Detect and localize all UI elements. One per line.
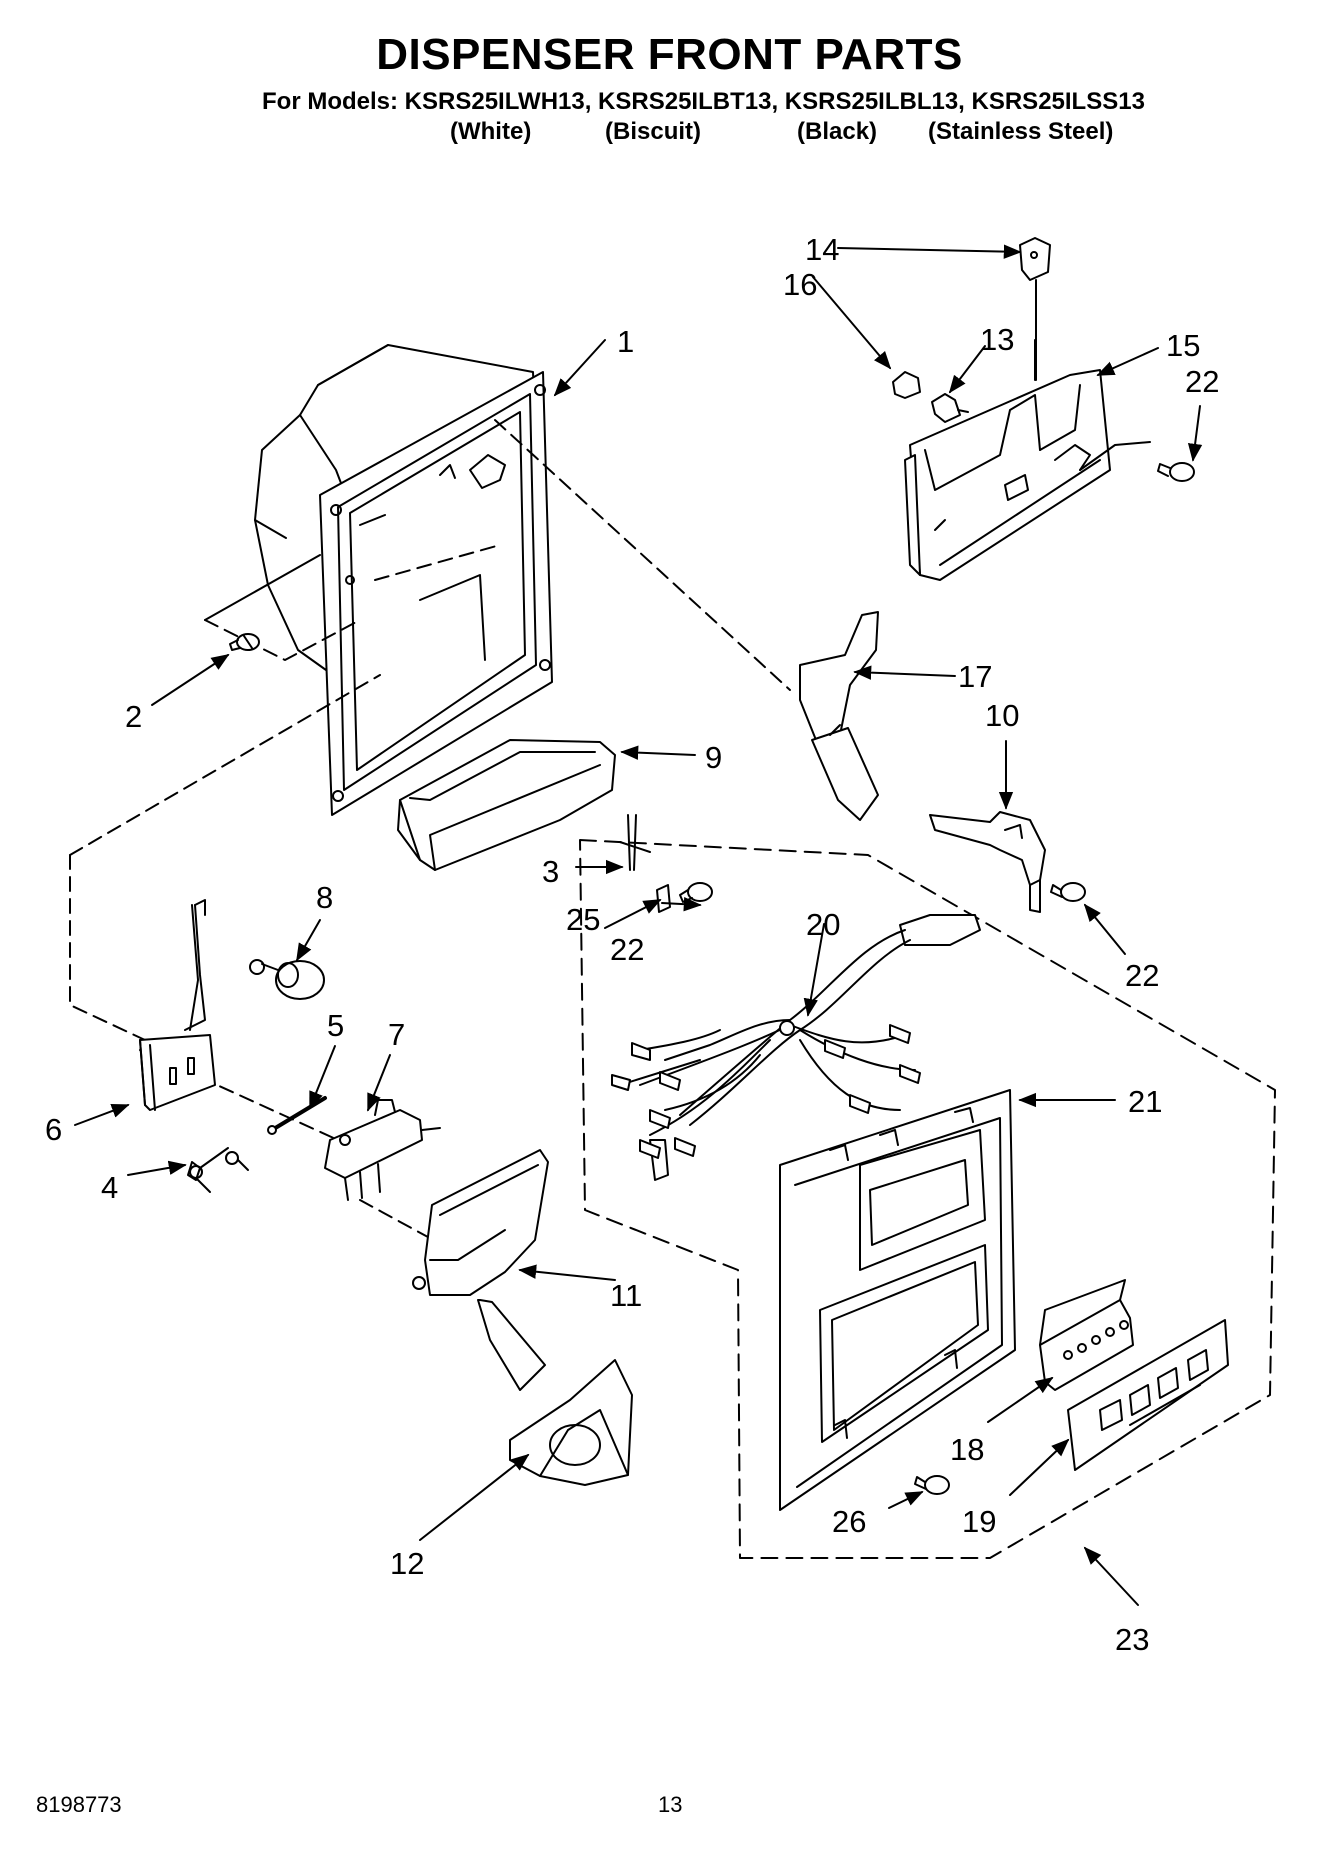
- variant-white: (White): [450, 118, 532, 145]
- part-22-screw-b: [1157, 462, 1195, 482]
- variant-biscuit: (Biscuit): [605, 118, 701, 145]
- callout-22-top: 22: [1185, 364, 1219, 399]
- part-17-lever: [799, 611, 879, 821]
- part-26-screw: [914, 1475, 950, 1495]
- part-6-board: [139, 899, 216, 1111]
- leader-lines: [74, 244, 1203, 1606]
- part-14-switch: [1019, 237, 1051, 381]
- callout-12: 12: [390, 1546, 424, 1581]
- part-16-bulb: [892, 371, 921, 399]
- callout-8: 8: [316, 880, 333, 915]
- callout-23: 23: [1115, 1622, 1149, 1657]
- callout-25: 25: [566, 902, 600, 937]
- part-10-paddle: [929, 811, 1046, 913]
- callout-4: 4: [101, 1170, 118, 1205]
- callout-20: 20: [806, 907, 840, 942]
- callout-22-right: 22: [1125, 958, 1159, 993]
- callout-10: 10: [985, 698, 1019, 733]
- part-8-solenoid: [249, 959, 325, 1000]
- dashed-guides: [69, 419, 791, 1261]
- part-2-screw: [229, 633, 260, 651]
- callout-18: 18: [950, 1432, 984, 1467]
- part-20-harness: [611, 914, 981, 1181]
- callout-7: 7: [388, 1017, 405, 1052]
- part-18-keypad: [1039, 1279, 1134, 1391]
- callout-17: 17: [958, 659, 992, 694]
- screw-guide: [204, 554, 321, 621]
- callout-labels: 1 2 3 4 5 6 7 8 9 10 11 12 13 14 15 16 1…: [45, 232, 1219, 1657]
- callout-11: 11: [610, 1278, 642, 1313]
- callout-5: 5: [327, 1008, 344, 1043]
- part-12-cup: [509, 1359, 633, 1486]
- part-5-pin: [267, 1096, 327, 1135]
- part-9-trim: [397, 739, 616, 871]
- callout-6: 6: [45, 1112, 62, 1147]
- callout-26: 26: [832, 1504, 866, 1539]
- models-line: For Models: KSRS25ILWH13, KSRS25ILBT13, …: [262, 88, 1145, 115]
- part-4-spring: [187, 1147, 249, 1193]
- callout-14: 14: [805, 232, 839, 267]
- callout-22-mid: 22: [610, 932, 644, 967]
- variant-black: (Black): [797, 118, 878, 145]
- part-11-ice-paddle: [412, 1149, 549, 1391]
- callout-15: 15: [1166, 328, 1200, 363]
- callout-1: 1: [617, 324, 634, 359]
- part-19-overlay: [1067, 1319, 1229, 1471]
- part-15-module-housing: [904, 339, 1151, 581]
- document-number: 8198773: [36, 1792, 122, 1817]
- harness-terminals: [611, 1024, 921, 1159]
- callout-21: 21: [1128, 1084, 1162, 1119]
- callout-9: 9: [705, 740, 722, 775]
- part-25-insulator: [656, 884, 671, 913]
- part-22-screw-c: [1050, 882, 1086, 902]
- callout-13: 13: [980, 322, 1014, 357]
- page-title: DISPENSER FRONT PARTS: [376, 30, 963, 79]
- part-22-screw-a: [679, 882, 713, 903]
- part-13-socket: [931, 393, 969, 423]
- part-21-front-panel: [779, 1089, 1016, 1511]
- callout-2: 2: [125, 699, 142, 734]
- part-1-housing: [254, 344, 553, 816]
- part-7-bracket: [324, 1099, 441, 1201]
- variant-stainless: (Stainless Steel): [928, 118, 1114, 145]
- callout-16: 16: [783, 267, 817, 302]
- page-number: 13: [658, 1792, 683, 1817]
- callout-19: 19: [962, 1504, 996, 1539]
- assembly-23-boundary: [579, 839, 1276, 1559]
- callout-3: 3: [542, 854, 559, 889]
